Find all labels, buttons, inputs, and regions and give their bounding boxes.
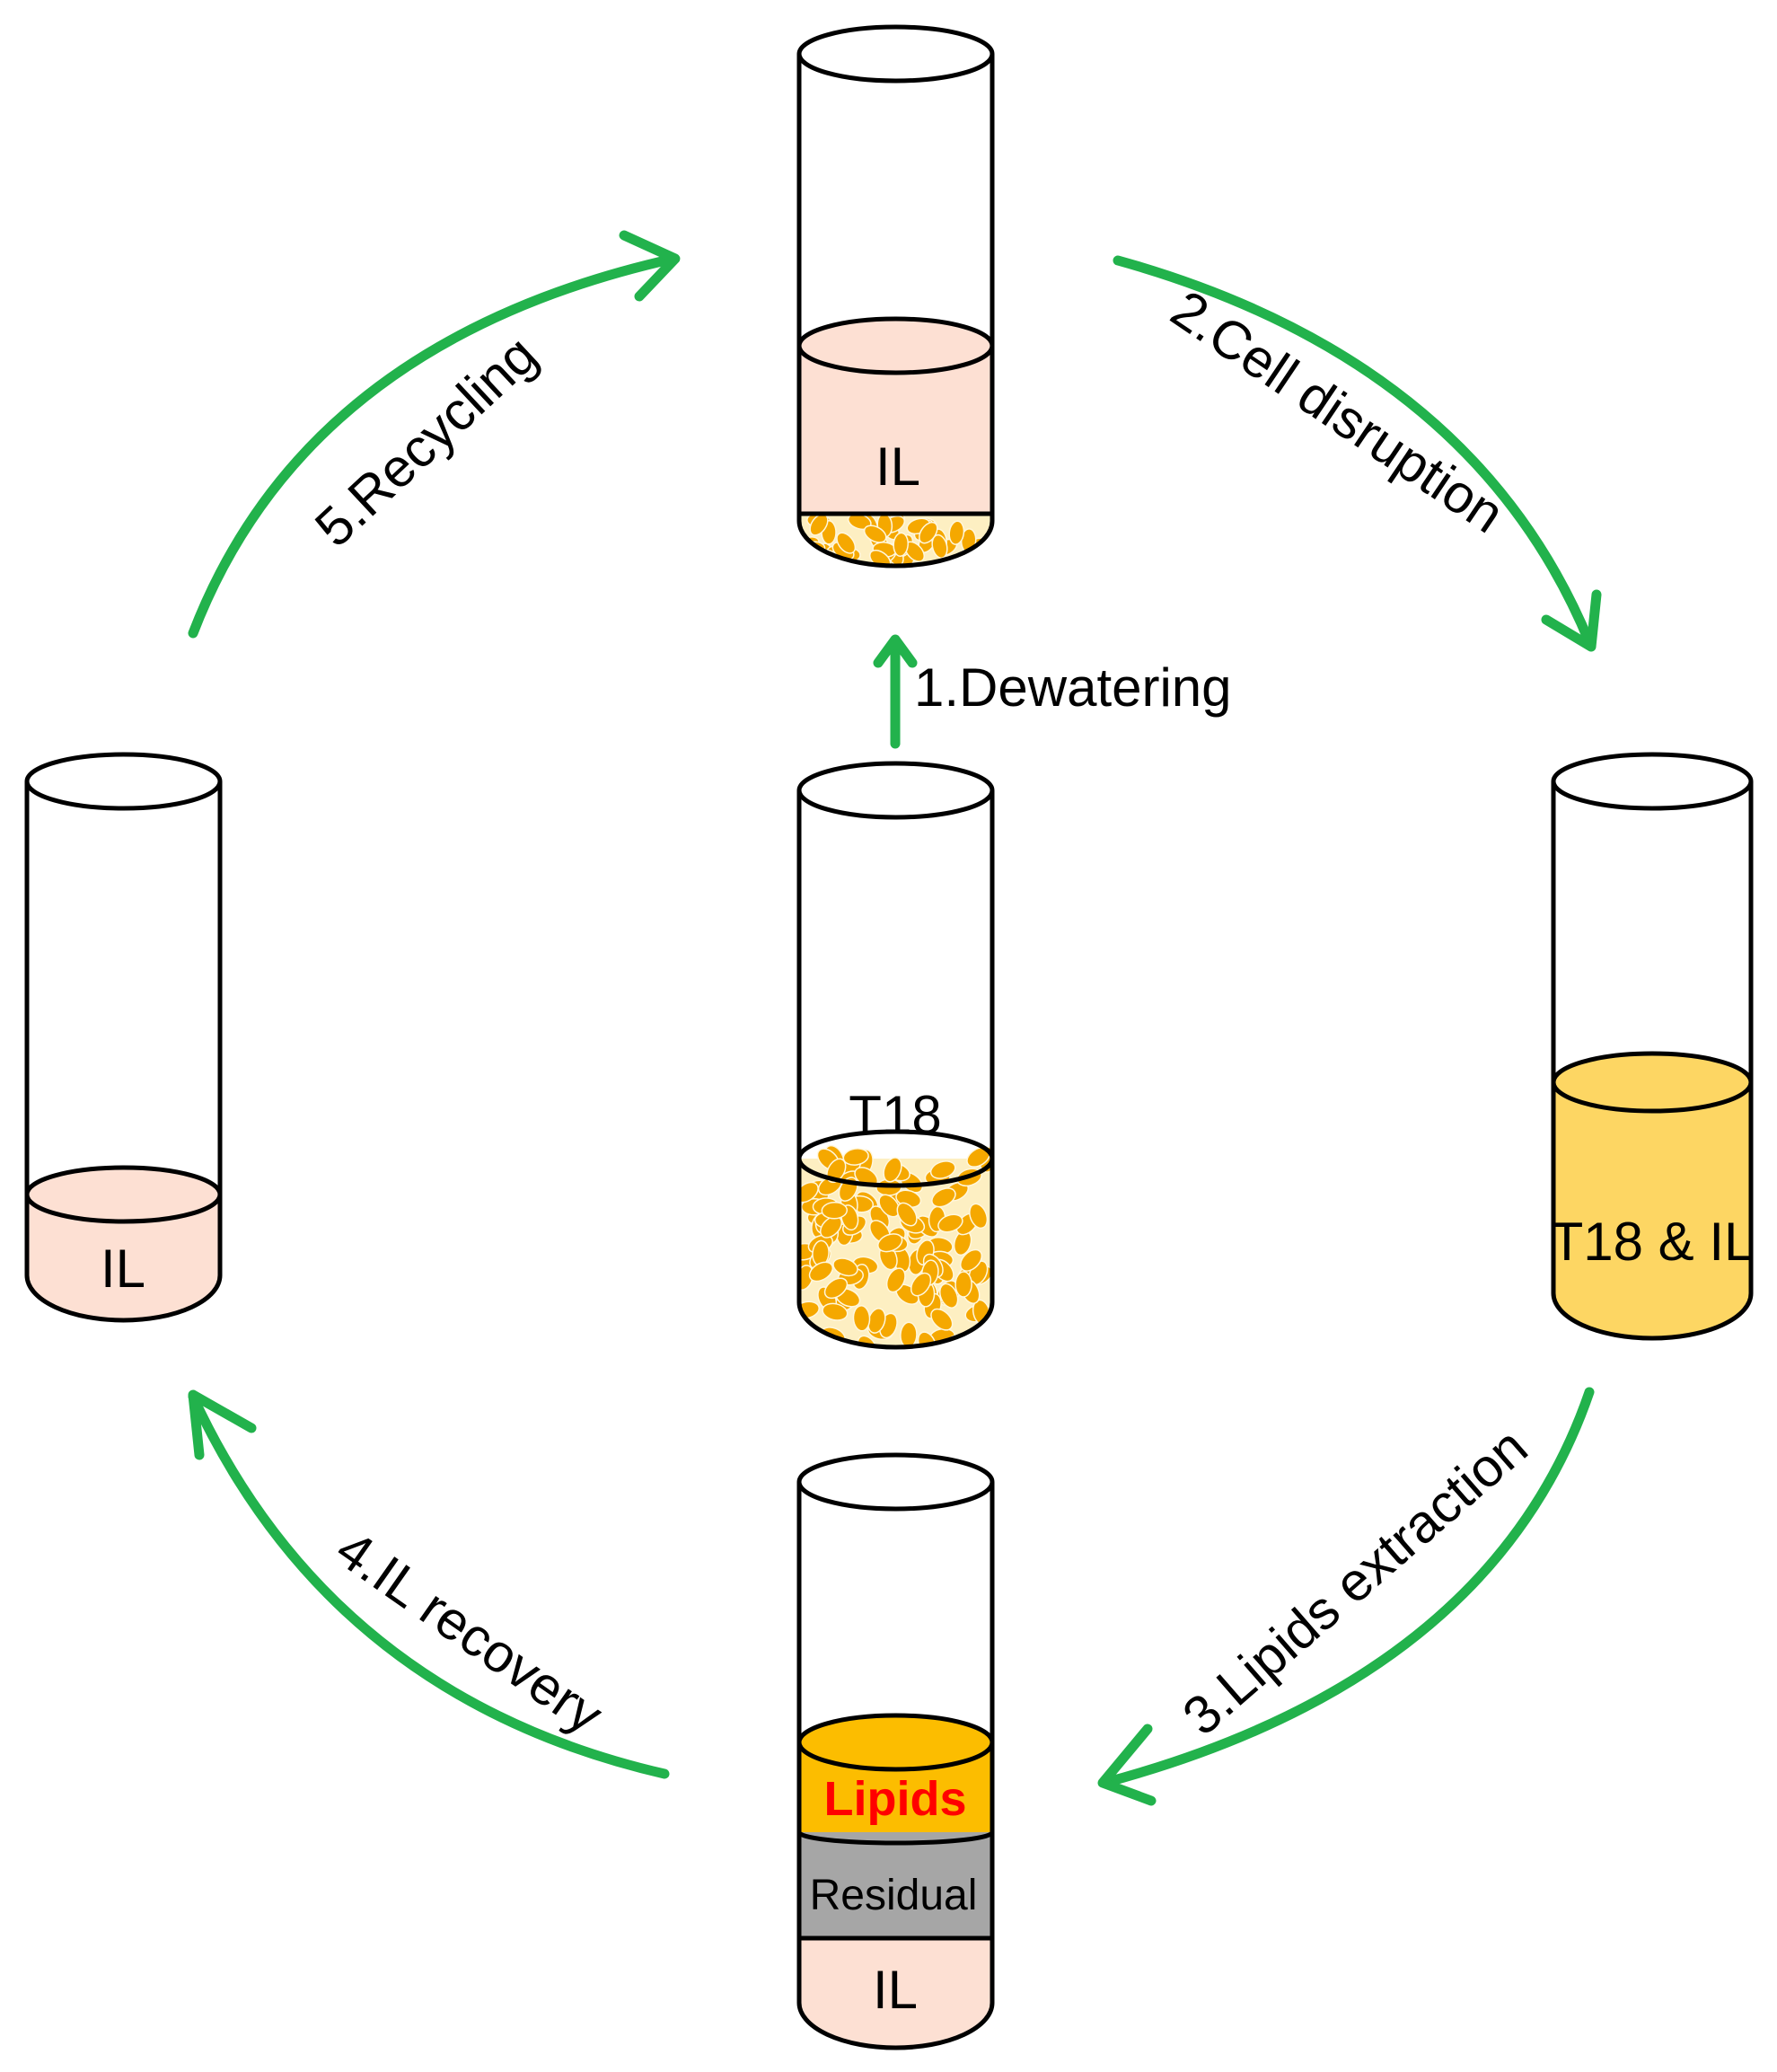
yeast-cell [852, 1305, 871, 1332]
yeast-cell [919, 521, 938, 544]
yeast-cell [875, 579, 901, 600]
arrow-recycling [188, 230, 681, 639]
yeast-cell [805, 580, 831, 601]
yeast-cell [931, 1187, 956, 1208]
yeast-cell [832, 1257, 858, 1277]
yeast-cell [836, 532, 857, 554]
tube-wall [796, 54, 995, 569]
tube-wall [1551, 781, 1754, 1341]
yeast-cell [823, 1277, 849, 1300]
yeast-cell [857, 1335, 878, 1347]
tube-top: IL [793, 24, 995, 611]
il-surface [24, 1165, 223, 1224]
yeast-cell [896, 1202, 918, 1227]
tube-rim [796, 24, 995, 84]
liquid-surface [796, 1129, 995, 1159]
yeast-cell [931, 533, 948, 559]
yeast-cell [929, 1160, 956, 1179]
tube-wall [24, 781, 223, 1323]
yeast-cell [893, 532, 909, 558]
mixture-surface [1551, 1051, 1754, 1114]
yeast-cell [976, 560, 992, 566]
yeast-cell [805, 580, 831, 607]
tube-wall [796, 1482, 995, 2050]
arrow-dewatering [873, 634, 918, 749]
il-layer [799, 1938, 992, 2048]
yeast-cell [959, 1248, 983, 1272]
yeast-cell [936, 585, 961, 602]
yeast-cell [842, 1148, 869, 1166]
tube-wall [796, 790, 995, 1350]
tube-center-label: T18 [849, 1085, 941, 1145]
yeast-cell [937, 1213, 963, 1233]
yeast-cell [930, 575, 954, 589]
yeast-cell [939, 1283, 959, 1309]
yeast-cell [948, 520, 965, 545]
yeast-cell [972, 548, 989, 566]
tube-right: T18 & IL [1551, 752, 1755, 1341]
yeast-cell [821, 1202, 849, 1220]
yeast-cell [822, 1302, 849, 1321]
lipids-label: Lipids [824, 1772, 967, 1826]
yeast-cell [812, 580, 839, 604]
yeast-cell [900, 1321, 918, 1347]
tube-bottom: Lipids Residual IL [796, 1452, 995, 2050]
residual-label: Residual [810, 1872, 978, 1919]
yeast-cell [799, 1337, 817, 1347]
tube-rim [1551, 752, 1754, 811]
yeast-cell [976, 559, 992, 566]
step-1-label: 1.Dewatering [914, 657, 1232, 718]
yeast-cell [945, 574, 968, 601]
tube-right-label: T18 & IL [1551, 1212, 1755, 1272]
yeast-cell [882, 580, 910, 604]
yeast-cell [863, 525, 887, 543]
yeast-cell [971, 580, 993, 607]
tube-center: T18 [796, 761, 995, 1350]
tube-rim [796, 1452, 995, 1512]
il-surface [796, 316, 995, 375]
yeast-cell [808, 1261, 834, 1283]
layer-boundary [796, 1831, 995, 1846]
yeast-cell [805, 583, 821, 607]
yeast-cell [954, 1271, 972, 1298]
arrow-il-recovery [188, 1389, 670, 1779]
yeast-cell [878, 1194, 901, 1218]
residual-layer [799, 1832, 992, 1942]
tube-left-label: IL [101, 1239, 145, 1299]
yeast-cell [818, 563, 845, 588]
arrow-lipids-extraction [1097, 1387, 1595, 1806]
tube-bottom-il-label: IL [873, 1960, 918, 2020]
yeast-cell [877, 1233, 903, 1253]
yeast-cell [877, 584, 899, 611]
liquid-surface-front [796, 1158, 995, 1188]
arrow-cell-disruption [1113, 255, 1602, 652]
yeast-cell [885, 1267, 906, 1293]
mixture-layer [1553, 1082, 1751, 1338]
yeast-cell [883, 1157, 902, 1183]
yeast-cell [910, 1272, 932, 1297]
yeast-cell [912, 576, 938, 603]
yeast-cell [842, 568, 865, 595]
yeast-cell [930, 1308, 954, 1331]
tube-rim [24, 752, 223, 811]
step-2-label: 2.Cell disruption [1161, 278, 1515, 544]
lipids-surface [796, 1713, 995, 1772]
tube-left: IL [24, 752, 223, 1323]
yeast-cell [872, 578, 899, 604]
yeast-cell [826, 1158, 847, 1184]
tube-top-label: IL [875, 436, 920, 497]
yeast-cell [969, 1203, 989, 1230]
yeast-cell [793, 571, 818, 589]
tube-rim [796, 761, 995, 820]
step-3-label: 3.Lipids extraction [1172, 1416, 1539, 1747]
yeast-cell [836, 566, 858, 593]
